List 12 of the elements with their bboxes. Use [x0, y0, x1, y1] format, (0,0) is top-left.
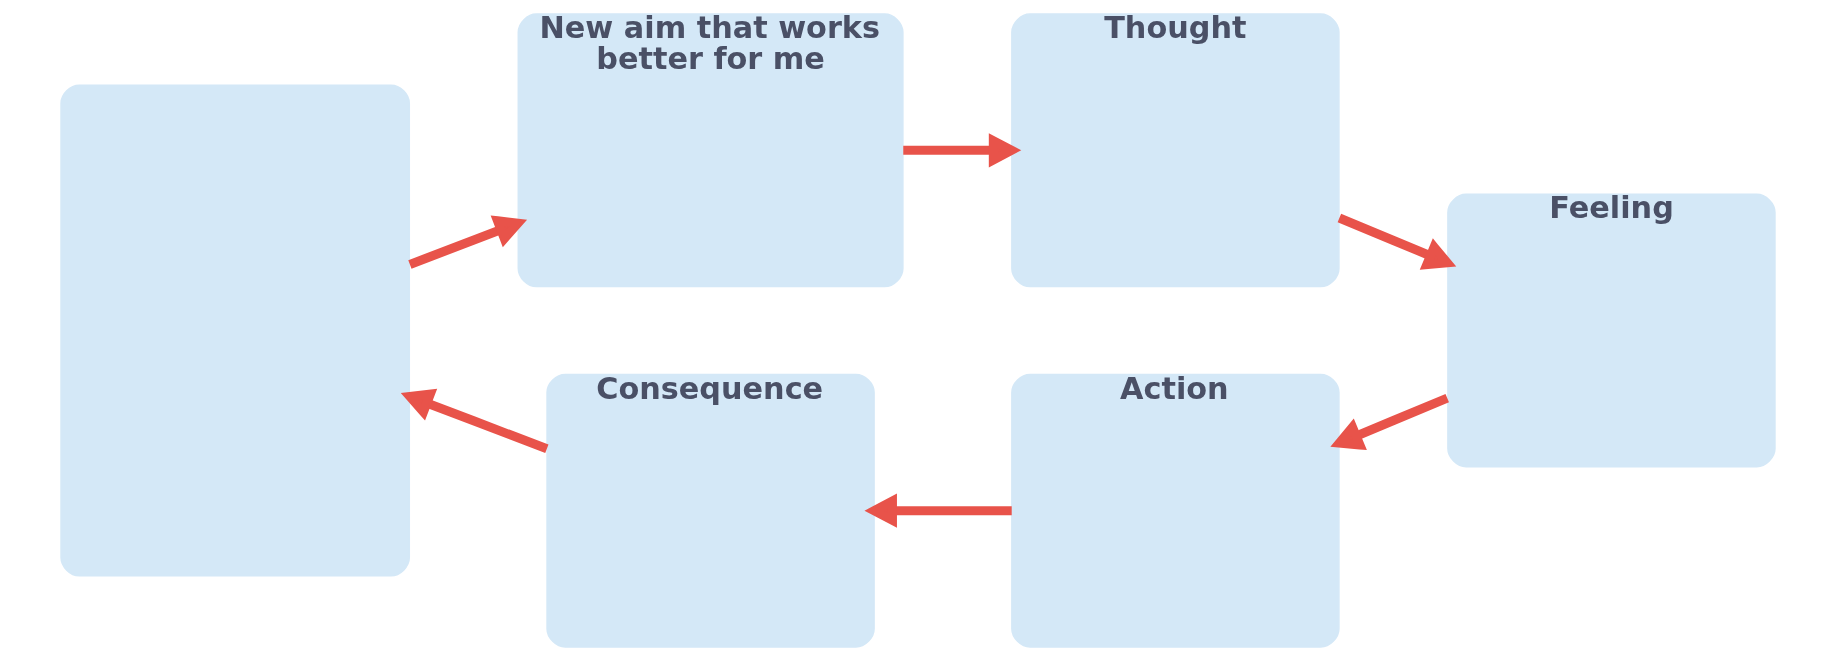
node-box: Action [1010, 373, 1340, 648]
arrow [407, 215, 527, 269]
arrow [863, 493, 1012, 528]
arrow [1329, 394, 1449, 451]
node-box: New aim that works better for me [517, 13, 904, 288]
node-box: Feeling [1446, 193, 1776, 468]
node-box: Thought [1010, 13, 1340, 288]
arrow [1337, 213, 1456, 270]
node-box [59, 84, 410, 577]
node-box: Consequence [545, 373, 875, 648]
arrow [400, 388, 548, 454]
arrow [902, 133, 1021, 168]
